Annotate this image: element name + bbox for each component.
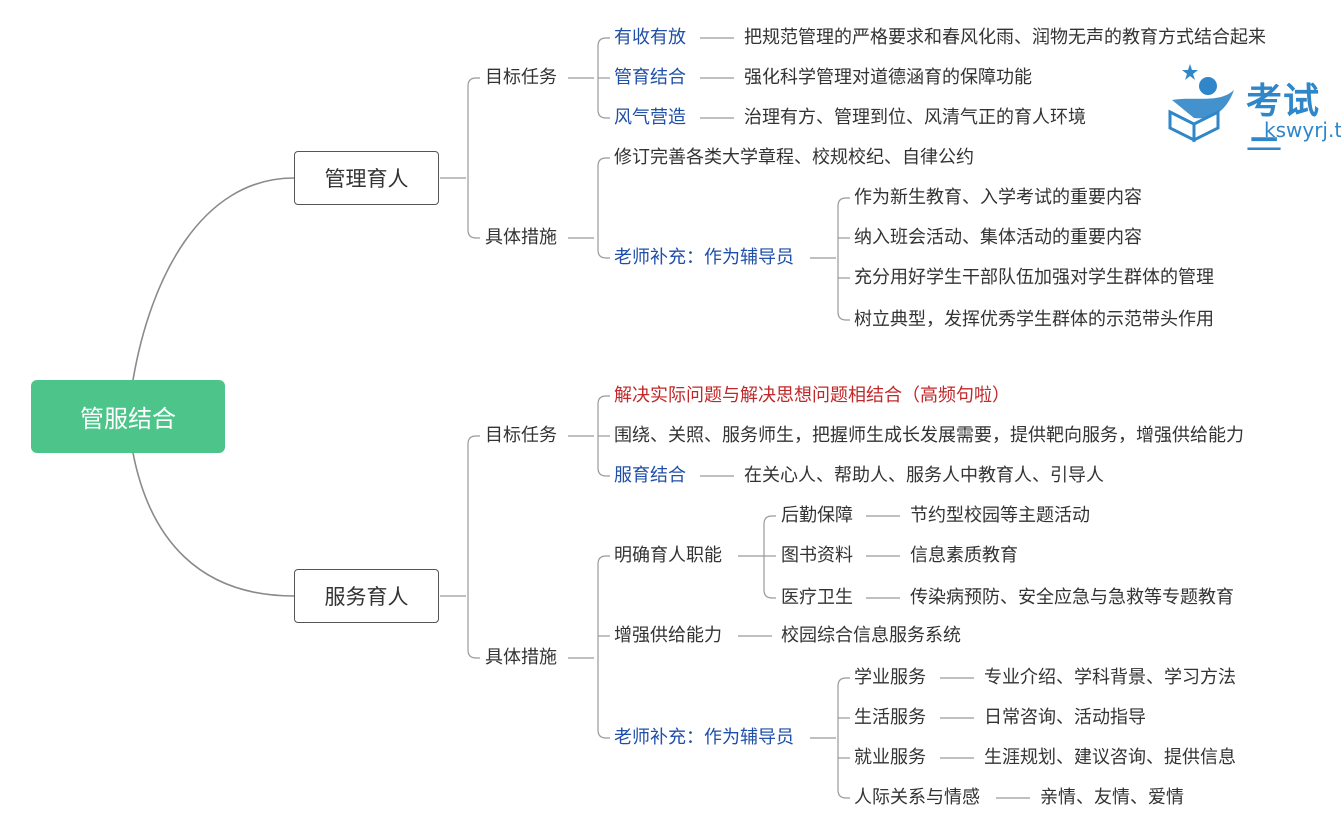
service-teacher-key-1[interactable]: 学业服务 — [854, 667, 926, 688]
management-goal-key-3[interactable]: 风气营造 — [614, 107, 686, 128]
branch-service[interactable]: 服务育人 — [294, 569, 439, 623]
service-teacher-note[interactable]: 老师补充：作为辅导员 — [614, 727, 794, 748]
book-person-logo-icon — [1168, 64, 1234, 143]
service-duty-key-1[interactable]: 后勤保障 — [781, 505, 853, 526]
management-teacher-item-3[interactable]: 充分用好学生干部队伍加强对学生群体的管理 — [854, 267, 1214, 288]
root-node[interactable]: 管服结合 — [31, 380, 225, 453]
service-goals-node[interactable]: 目标任务 — [485, 425, 557, 446]
service-goal-key-3[interactable]: 服育结合 — [614, 465, 686, 486]
service-teacher-value-4[interactable]: 亲情、友情、爱情 — [1040, 787, 1184, 808]
management-measure-1[interactable]: 修订完善各类大学章程、校规校纪、自律公约 — [614, 147, 974, 168]
watermark-brand: 考试云 — [1246, 81, 1321, 150]
management-teacher-note[interactable]: 老师补充：作为辅导员 — [614, 247, 794, 268]
watermark-domain: kswyrj.t — [1264, 118, 1341, 142]
management-goal-value-3[interactable]: 治理有方、管理到位、风清气正的育人环境 — [744, 107, 1086, 128]
service-measures-node[interactable]: 具体措施 — [485, 647, 557, 668]
service-supply-value[interactable]: 校园综合信息服务系统 — [781, 625, 961, 646]
service-supply-node[interactable]: 增强供给能力 — [614, 625, 722, 646]
management-teacher-item-2[interactable]: 纳入班会活动、集体活动的重要内容 — [854, 227, 1142, 248]
branch-management[interactable]: 管理育人 — [294, 151, 439, 205]
service-teacher-key-2[interactable]: 生活服务 — [854, 707, 926, 728]
service-teacher-value-1[interactable]: 专业介绍、学科背景、学习方法 — [984, 667, 1236, 688]
management-goal-value-1[interactable]: 把规范管理的严格要求和春风化雨、润物无声的教育方式结合起来 — [744, 27, 1266, 48]
service-duty-value-3[interactable]: 传染病预防、安全应急与急救等专题教育 — [910, 587, 1234, 608]
service-teacher-value-2[interactable]: 日常咨询、活动指导 — [984, 707, 1146, 728]
management-measures-node[interactable]: 具体措施 — [485, 227, 557, 248]
management-goal-value-2[interactable]: 强化科学管理对道德涵育的保障功能 — [744, 67, 1032, 88]
management-teacher-item-4[interactable]: 树立典型，发挥优秀学生群体的示范带头作用 — [854, 309, 1214, 330]
service-goal-highlight[interactable]: 解决实际问题与解决思想问题相结合（高频句啦） — [614, 385, 1010, 406]
watermark-logo: 考试云 kswyrj.t — [1164, 60, 1341, 150]
management-goals-node[interactable]: 目标任务 — [485, 67, 557, 88]
service-goal-value-3[interactable]: 在关心人、帮助人、服务人中教育人、引导人 — [744, 465, 1104, 486]
service-duty-node[interactable]: 明确育人职能 — [614, 545, 722, 566]
service-duty-key-3[interactable]: 医疗卫生 — [781, 587, 853, 608]
service-teacher-value-3[interactable]: 生涯规划、建议咨询、提供信息 — [984, 747, 1236, 768]
service-teacher-key-3[interactable]: 就业服务 — [854, 747, 926, 768]
management-teacher-item-1[interactable]: 作为新生教育、入学考试的重要内容 — [854, 187, 1142, 208]
management-goal-key-2[interactable]: 管育结合 — [614, 67, 686, 88]
service-duty-key-2[interactable]: 图书资料 — [781, 545, 853, 566]
service-duty-value-1[interactable]: 节约型校园等主题活动 — [910, 505, 1090, 526]
service-duty-value-2[interactable]: 信息素质教育 — [910, 545, 1018, 566]
service-goal-2[interactable]: 围绕、关照、服务师生，把握师生成长发展需要，提供靶向服务，增强供给能力 — [614, 425, 1244, 446]
management-goal-key-1[interactable]: 有收有放 — [614, 27, 686, 48]
service-teacher-key-4[interactable]: 人际关系与情感 — [854, 787, 980, 808]
